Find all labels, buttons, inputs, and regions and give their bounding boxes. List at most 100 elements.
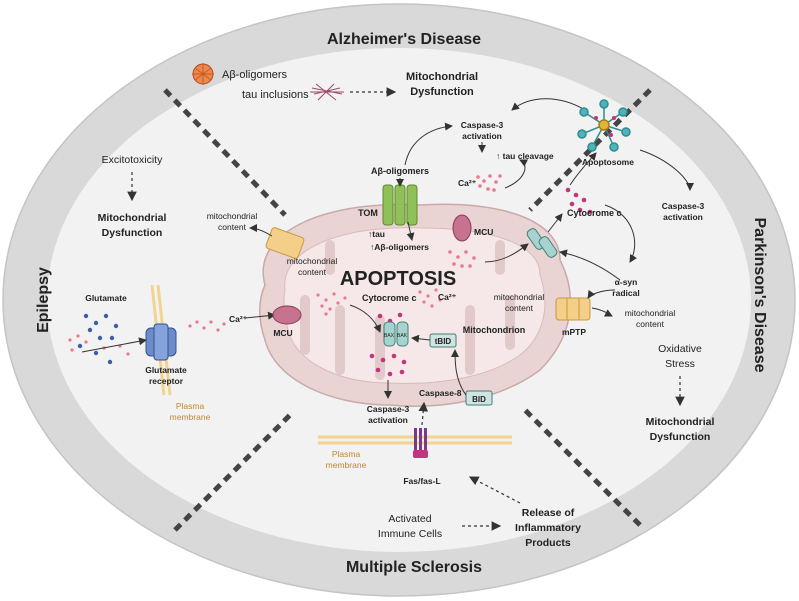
center-bax-bak-channel xyxy=(383,321,409,347)
glutamate-receptor-icon xyxy=(145,323,177,361)
oxidative-stress-label-2: Stress xyxy=(665,358,695,370)
alz-ca2-dots xyxy=(476,174,502,192)
abeta-legend-label: Aβ-oligomers xyxy=(222,69,288,81)
asyn-label-2: radical xyxy=(612,288,639,298)
alz-caspase-label-2: activation xyxy=(462,131,502,141)
fas-receptor-icon xyxy=(413,428,428,458)
pd-mito-content-in-label: mitochondrial xyxy=(494,292,545,302)
pd-mito-content-out-label-2: content xyxy=(636,319,665,329)
center-cyto-dots xyxy=(377,312,403,324)
ms-plasma-label: Plasma xyxy=(332,449,361,459)
mptp-to-content-arrow xyxy=(591,307,613,317)
ep-mito-content-out-label-2: content xyxy=(218,222,247,232)
apoptosome-to-caspase-arrow xyxy=(511,98,586,111)
pd-mito-content-out-label: mitochondrial xyxy=(625,308,676,318)
region-title-alzheimers: Alzheimer's Disease xyxy=(327,31,481,48)
release-label: Release of xyxy=(522,507,575,519)
ep-ca2-label: Ca²⁺ xyxy=(229,314,248,324)
center-bak-label: BAK xyxy=(397,333,408,339)
ca2-to-tau-arrow xyxy=(504,159,529,189)
center-cytochrome-label: Cytocrome c xyxy=(362,293,417,303)
ep-plasma-label: Plasma xyxy=(176,401,205,411)
tau-up-label: ↑tau xyxy=(368,229,385,239)
bid-box xyxy=(465,390,493,406)
asyn-label: α-syn xyxy=(615,277,638,287)
apoptosis-title: APOPTOSIS xyxy=(340,268,456,290)
tom-label: TOM xyxy=(358,208,378,218)
ep-dysfunction-label: Mitochondrial xyxy=(98,212,167,224)
ep-calcium-dots-right xyxy=(188,320,226,332)
tbid-box xyxy=(429,333,457,348)
ca-to-mcu-arrow xyxy=(244,311,276,320)
region-title-parkinsons: Parkinson's Disease xyxy=(751,218,768,373)
pd-dysfunction-label: Mitochondrial xyxy=(646,416,715,428)
apoptosome-label: Apoptosome xyxy=(582,157,634,167)
pd-caspase-label-2: activation xyxy=(663,212,703,222)
pd-caspase-label: Caspase-3 xyxy=(662,201,705,211)
ep-mito-content-in-label: mitochondrial xyxy=(287,256,338,266)
ep-plasma-label-2: membrane xyxy=(170,412,211,422)
alz-dysfunction-label: Mitochondrial xyxy=(406,71,478,83)
ep-mito-content-out-label: mitochondrial xyxy=(207,211,258,221)
cyto-to-asyn-arrow xyxy=(604,204,637,263)
ep-dysfunction-label-2: Dysfunction xyxy=(102,227,163,239)
center-ca-dots xyxy=(418,288,442,308)
asyn-to-mptp-arrow xyxy=(587,289,616,299)
alz-abeta-label: Aβ-oligomers xyxy=(371,166,429,176)
pd-dysfunction-label-2: Dysfunction xyxy=(650,431,711,443)
region-title-epilepsy: Epilepsy xyxy=(35,267,52,333)
ep-mito-content-in-label-2: content xyxy=(298,267,327,277)
alz-dysfunction-label-2: Dysfunction xyxy=(410,86,474,98)
ca-to-center-arrow xyxy=(349,304,381,333)
tom-to-abeta-arrow xyxy=(406,221,415,241)
glutamate-label: Glutamate xyxy=(85,293,127,303)
center-ca2-label: Ca²⁺ xyxy=(438,292,457,302)
ep-mito-ca-dots xyxy=(316,292,347,316)
pd-cytochrome-label: Cytocrome c xyxy=(567,208,622,218)
mitochondrion-label: Mitochondrion xyxy=(463,325,526,335)
pd-mito-content-in-label-2: content xyxy=(505,303,534,313)
alz-mcu-label: MCU xyxy=(474,227,493,237)
alz-ca2-label: Ca²⁺ xyxy=(458,178,477,188)
center-caspase-label: Caspase-3 xyxy=(367,404,410,414)
apoptosome-icon xyxy=(577,99,631,152)
abeta-oligomers-legend-icon xyxy=(192,63,214,85)
fas-label: Fas/fas-L xyxy=(403,476,440,486)
abeta-up-label: ↑Aβ-oligomers xyxy=(370,242,429,252)
ep-mcu-label: MCU xyxy=(273,328,292,338)
cyto-to-apoptosome-arrow xyxy=(569,152,597,186)
alz-inner-dots xyxy=(448,250,476,268)
oxidative-stress-label: Oxidative xyxy=(658,343,702,355)
tau-inclusions-legend-icon xyxy=(310,83,344,101)
mito-to-bax-arrow xyxy=(484,243,529,263)
tau-cleavage-label: ↑ tau cleavage xyxy=(496,151,554,161)
pd-bax-bak-channel xyxy=(526,228,558,258)
excitotoxicity-label: Excitotoxicity xyxy=(102,154,163,166)
ep-mito-channel xyxy=(265,227,305,259)
apoptosome-to-caspase3-arrow xyxy=(639,149,694,191)
glutamate-receptor-label: Glutamate xyxy=(145,365,187,375)
tbid-label: tBID xyxy=(435,337,452,346)
bax-to-cyto-arrow xyxy=(547,213,563,233)
pd-cytochrome-dots xyxy=(565,187,593,215)
center-release-dots xyxy=(369,353,407,377)
receptor-ca-arrow xyxy=(81,337,147,353)
asyn-to-bax-arrow xyxy=(559,249,621,281)
mptp-label: mPTP xyxy=(562,327,586,337)
ms-plasma-label-2: membrane xyxy=(326,460,367,470)
tbid-to-bax-arrow xyxy=(411,334,431,343)
immune-cells-label: Activated xyxy=(388,513,431,525)
immune-cells-label-2: Immune Cells xyxy=(378,528,442,540)
ep-channel-to-content-arrow xyxy=(249,224,273,237)
mitochondrion xyxy=(259,203,572,407)
center-bax-label: BAX xyxy=(384,333,395,339)
abeta-to-caspase-arrow xyxy=(404,122,453,166)
bid-label: BID xyxy=(472,395,486,404)
region-title-multiple-sclerosis: Multiple Sclerosis xyxy=(346,559,482,576)
tau-legend-label: tau inclusions xyxy=(242,89,309,101)
glutamate-receptor-label-2: receptor xyxy=(149,376,184,386)
ep-mcu-channel xyxy=(272,305,302,325)
pd-mptp-channel xyxy=(555,297,591,321)
alz-mcu-channel xyxy=(452,214,472,242)
